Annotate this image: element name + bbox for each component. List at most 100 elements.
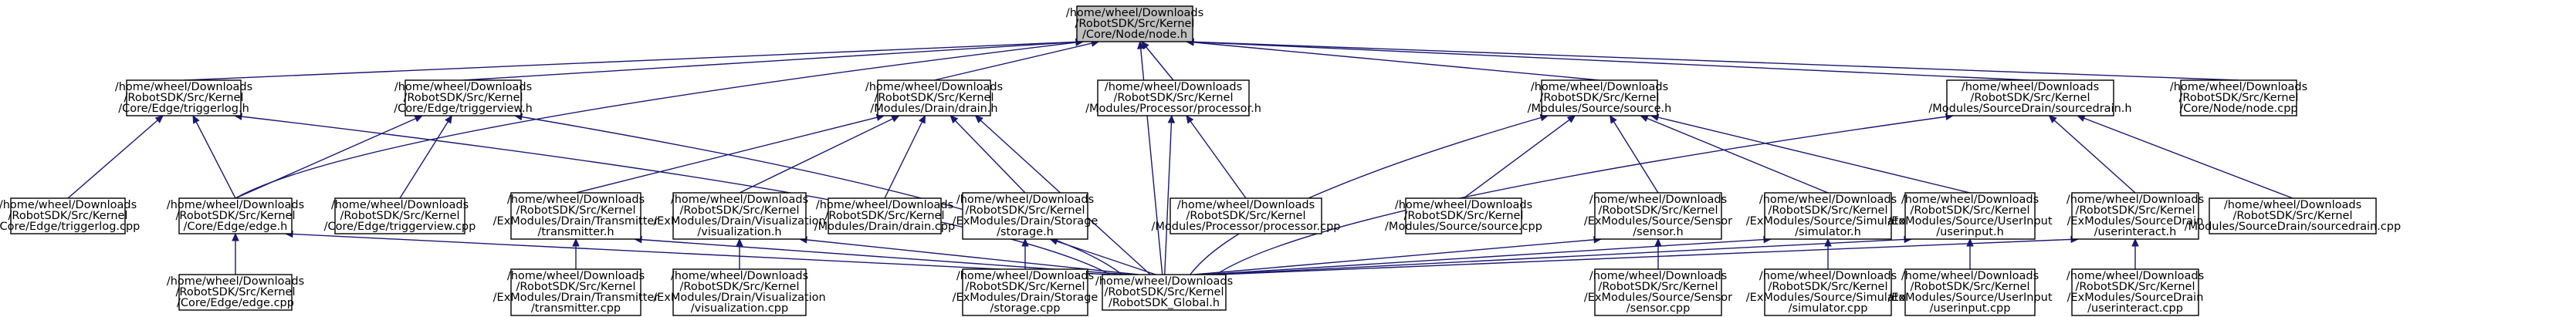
node-label-line: /ExModules/SourceDrain xyxy=(2067,215,2204,228)
node-label-line: /ExModules/Source/Simulator xyxy=(1746,292,1910,304)
node-root[interactable]: /home/wheel/Downloads/RobotSDK/Src/Kerne… xyxy=(1066,5,1203,42)
edge-line xyxy=(2077,115,2293,199)
node-box xyxy=(2180,79,2297,116)
node-label-line: /home/wheel/Downloads xyxy=(816,199,953,211)
node-label-line: /home/wheel/Downloads xyxy=(394,81,532,93)
node-box xyxy=(1097,79,1250,116)
edge-line xyxy=(285,233,1111,275)
node-sourcedrain-cpp[interactable]: /home/wheel/Downloads/RobotSDK/Src/Kerne… xyxy=(2185,197,2401,234)
node-label-line: /ExModules/Source/UserInput xyxy=(1887,292,2052,304)
node-label-line: /home/wheel/Downloads xyxy=(1066,7,1203,19)
edge-arrowhead xyxy=(1021,238,1029,247)
node-label-line: /Modules/SourceDrain/sourcedrain.cpp xyxy=(2185,221,2401,233)
edge-arrowhead xyxy=(949,115,959,124)
node-robotsdk-global-h[interactable]: /home/wheel/Downloads/RobotSDK/Src/Kerne… xyxy=(1095,274,1233,311)
edge-line xyxy=(67,115,164,199)
node-label-line: /home/wheel/Downloads xyxy=(956,194,1094,206)
edge-line xyxy=(1164,115,1173,275)
edge-line xyxy=(1141,41,1174,81)
node-source-cpp[interactable]: /home/wheel/Downloads/RobotSDK/Src/Kerne… xyxy=(1385,197,1542,234)
node-label-line: /RobotSDK/Src/Kernel xyxy=(2076,204,2195,217)
node-storage-h[interactable]: /home/wheel/Downloads/RobotSDK/Src/Kerne… xyxy=(953,192,1098,240)
node-label-line: /Modules/Drain/drain.h xyxy=(870,103,997,115)
node-label-line: /RobotSDK/Src/Kernel xyxy=(124,92,244,104)
node-label-line: /userinteract.h xyxy=(2094,226,2177,238)
node-box xyxy=(672,268,807,316)
node-label-line: /ExModules/Drain/Storage xyxy=(953,215,1098,228)
node-visualization-cpp[interactable]: /home/wheel/Downloads/RobotSDK/Src/Kerne… xyxy=(653,268,826,316)
node-label-line: /RobotSDK/Src/Kernel xyxy=(176,210,296,222)
node-label-line: /RobotSDK/Src/Kernel xyxy=(340,210,460,222)
node-box xyxy=(1102,274,1227,311)
node-box xyxy=(510,268,641,316)
node-triggerview-cpp[interactable]: /home/wheel/Downloads/RobotSDK/Src/Kerne… xyxy=(324,197,476,234)
node-sensor-h[interactable]: /home/wheel/Downloads/RobotSDK/Src/Kerne… xyxy=(1584,192,1732,240)
node-label-line: /Modules/Source/source.h xyxy=(1528,103,1672,115)
node-edge-h[interactable]: /home/wheel/Downloads/RobotSDK/Src/Kerne… xyxy=(167,197,304,234)
node-label-line: /RobotSDK/Src/Kernel xyxy=(8,210,128,222)
edge-line xyxy=(1186,115,1247,199)
node-userinteract-cpp[interactable]: /home/wheel/Downloads/RobotSDK/Src/Kerne… xyxy=(2067,268,2204,316)
node-transmitter-h[interactable]: /home/wheel/Downloads/RobotSDK/Src/Kerne… xyxy=(493,192,659,240)
node-label-line: /Modules/Drain/drain.cpp xyxy=(814,221,955,233)
node-transmitter-cpp[interactable]: /home/wheel/Downloads/RobotSDK/Src/Kerne… xyxy=(493,268,659,316)
edge-line xyxy=(739,115,899,194)
node-drain-cpp[interactable]: /home/wheel/Downloads/RobotSDK/Src/Kerne… xyxy=(814,197,955,234)
edge-arrowhead xyxy=(1640,115,1649,123)
node-label-line: /simulator.h xyxy=(1795,226,1861,238)
node-label-line: /home/wheel/Downloads xyxy=(671,194,808,206)
node-label-line: /home/wheel/Downloads xyxy=(1589,270,1727,282)
edge-arrowhead xyxy=(2131,238,2139,247)
node-label-line: /home/wheel/Downloads xyxy=(2067,270,2204,282)
node-simulator-cpp[interactable]: /home/wheel/Downloads/RobotSDK/Src/Kerne… xyxy=(1746,268,1910,316)
edge-arrowhead xyxy=(1824,238,1832,247)
node-userinput-cpp[interactable]: /home/wheel/Downloads/RobotSDK/Src/Kerne… xyxy=(1887,268,2053,316)
node-source-h[interactable]: /home/wheel/Downloads/RobotSDK/Src/Kerne… xyxy=(1528,79,1672,116)
node-box xyxy=(178,197,293,234)
node-label-line: /home/wheel/Downloads xyxy=(865,81,1003,93)
node-visualization-h[interactable]: /home/wheel/Downloads/RobotSDK/Src/Kerne… xyxy=(653,192,826,240)
node-label-line: /visualization.cpp xyxy=(691,302,788,315)
node-box xyxy=(962,268,1088,316)
node-storage-cpp[interactable]: /home/wheel/Downloads/RobotSDK/Src/Kerne… xyxy=(953,268,1098,316)
node-label-line: /storage.cpp xyxy=(990,302,1061,315)
edge-line xyxy=(1610,115,1659,194)
node-triggerlog-h[interactable]: /home/wheel/Downloads/RobotSDK/Src/Kerne… xyxy=(115,79,252,116)
node-label-line: /Core/Edge/edge.h xyxy=(184,221,288,233)
node-processor-cpp[interactable]: /home/wheel/Downloads/RobotSDK/Src/Kerne… xyxy=(1152,197,1341,234)
node-label-line: /home/wheel/Downloads xyxy=(2170,81,2307,93)
node-label-line: /Core/Node/node.h xyxy=(1082,29,1187,41)
node-label-line: /RobotSDK/Src/Kernel xyxy=(966,204,1085,217)
node-box xyxy=(405,79,522,116)
node-box xyxy=(334,197,465,234)
node-sensor-cpp[interactable]: /home/wheel/Downloads/RobotSDK/Src/Kerne… xyxy=(1584,268,1732,316)
node-label-line: /RobotSDK/Src/Kernel xyxy=(1075,18,1195,30)
node-label-line: /RobotSDK/Src/Kernel xyxy=(516,281,636,293)
node-label-line: /home/wheel/Downloads xyxy=(331,199,469,211)
edge-arrowhead xyxy=(2048,115,2057,123)
edge-line xyxy=(1050,238,1156,275)
node-userinput-h[interactable]: /home/wheel/Downloads/RobotSDK/Src/Kerne… xyxy=(1887,192,2053,240)
node-processor-h[interactable]: /home/wheel/Downloads/RobotSDK/Src/Kerne… xyxy=(1085,79,1261,116)
node-label-line: /home/wheel/Downloads xyxy=(507,194,645,206)
node-label-line: /ExModules/Source/Sensor xyxy=(1584,292,1732,304)
node-userinteract-h[interactable]: /home/wheel/Downloads/RobotSDK/Src/Kerne… xyxy=(2067,192,2204,240)
node-triggerview-h[interactable]: /home/wheel/Downloads/RobotSDK/Src/Kerne… xyxy=(394,79,533,116)
node-triggerlog-cpp[interactable]: /home/wheel/Downloads/RobotSDK/Src/Kerne… xyxy=(0,197,140,234)
node-node-cpp[interactable]: /home/wheel/Downloads/RobotSDK/Src/Kerne… xyxy=(2170,79,2307,116)
node-box xyxy=(1764,268,1892,316)
node-sourcedrain-h[interactable]: /home/wheel/Downloads/RobotSDK/Src/Kerne… xyxy=(1928,79,2132,116)
node-drain-h[interactable]: /home/wheel/Downloads/RobotSDK/Src/Kerne… xyxy=(865,79,1003,116)
node-label-line: /RobotSDK_Global.h xyxy=(1109,297,1220,309)
node-label-line: /Core/Edge/triggerview.cpp xyxy=(324,221,476,233)
edge-arrowhead xyxy=(919,114,926,124)
node-label-line: /ExModules/Source/Sensor xyxy=(1584,215,1732,228)
edge-arrowhead xyxy=(1167,114,1176,123)
node-box xyxy=(10,197,126,234)
node-simulator-h[interactable]: /home/wheel/Downloads/RobotSDK/Src/Kerne… xyxy=(1746,192,1910,240)
node-edge-cpp[interactable]: /home/wheel/Downloads/RobotSDK/Src/Kerne… xyxy=(167,274,304,311)
node-box xyxy=(1170,197,1322,234)
edge-line xyxy=(235,115,423,199)
node-label-line: /home/wheel/Downloads xyxy=(1962,81,2099,93)
node-label-line: /Core/Edge/triggerview.h xyxy=(394,103,533,115)
